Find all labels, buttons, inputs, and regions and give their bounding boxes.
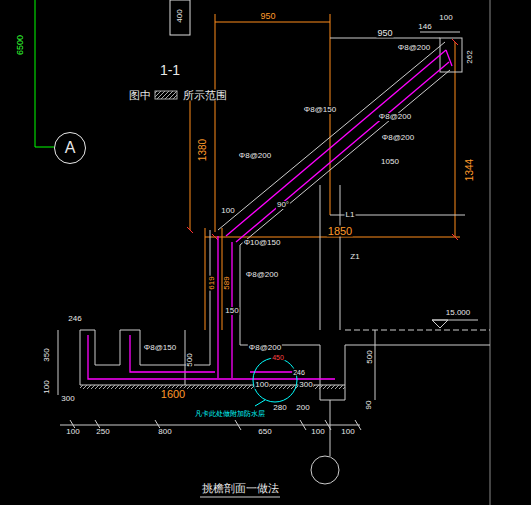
dimension-label: Φ8@200	[245, 271, 279, 279]
dimension-label: 619	[208, 275, 216, 290]
dimension-label: 450	[271, 354, 285, 361]
drawing-title: 挑檐剖面一做法	[201, 483, 280, 494]
dimension-label: 950	[376, 29, 393, 38]
dimension-label: Φ8@150	[143, 344, 177, 352]
dimension-label: 所示范围	[182, 90, 228, 101]
dimension-label: 246	[292, 369, 306, 376]
dimension-label: 150	[224, 307, 239, 315]
dimension-label: 1600	[160, 389, 186, 400]
dimension-label: Φ8@200	[238, 152, 272, 160]
dimension-label: Φ10@150	[243, 239, 282, 247]
dimension-label: 1-1	[159, 63, 181, 77]
dimension-label: 1850	[327, 226, 353, 237]
axis-label: A	[65, 139, 76, 157]
dimension-label: 500	[186, 352, 194, 367]
dimension-label: 100	[438, 14, 453, 22]
dimension-label: 凡卡此处做附加防水层	[194, 410, 266, 417]
dimension-label: 1380	[198, 138, 208, 162]
dimension-label: 90°	[276, 201, 290, 209]
dimension-label: 246	[67, 315, 82, 323]
dimension-label: 100	[43, 379, 51, 394]
dimension-label: 90	[365, 400, 373, 411]
dimension-label: 800	[157, 428, 172, 436]
dimension-label: 300	[298, 381, 313, 389]
dimension-label: 100	[340, 428, 355, 436]
dimension-label: Φ8@200	[378, 113, 412, 121]
dimension-label: 589	[223, 275, 231, 290]
dimension-label: 950	[259, 12, 276, 21]
dimension-label: 100	[310, 428, 325, 436]
dimension-label: Φ8@150	[303, 106, 337, 114]
dimension-label: 500	[366, 349, 374, 364]
dimension-label: 200	[295, 404, 310, 412]
dimension-label: 图中	[128, 90, 152, 101]
dimension-label: 100	[65, 428, 80, 436]
dimension-label: 100	[254, 381, 269, 389]
dimension-label: 15.000	[445, 309, 471, 317]
dimension-label: Z1	[349, 253, 360, 261]
dimension-label: 100	[220, 207, 235, 215]
dimension-label: Φ8@200	[381, 134, 415, 142]
dimension-label: 1344	[465, 158, 475, 182]
dimension-label: Φ8@200	[248, 344, 282, 352]
dimension-label: 6500	[16, 34, 25, 56]
dimension-label: 350	[43, 347, 51, 362]
dimension-label: 262	[466, 49, 474, 64]
dimension-label: 300	[60, 395, 75, 403]
dimension-label: 250	[95, 428, 110, 436]
axis-bubble: A	[54, 132, 86, 164]
dimension-label: L1	[345, 211, 356, 219]
dimension-label: 400	[176, 8, 184, 23]
dimension-label: 1050	[380, 158, 400, 166]
dimension-label: 650	[257, 428, 272, 436]
dimension-label: Φ8@200	[397, 44, 431, 52]
dimension-label: 280	[272, 404, 287, 412]
dimension-label: 146	[417, 23, 432, 31]
